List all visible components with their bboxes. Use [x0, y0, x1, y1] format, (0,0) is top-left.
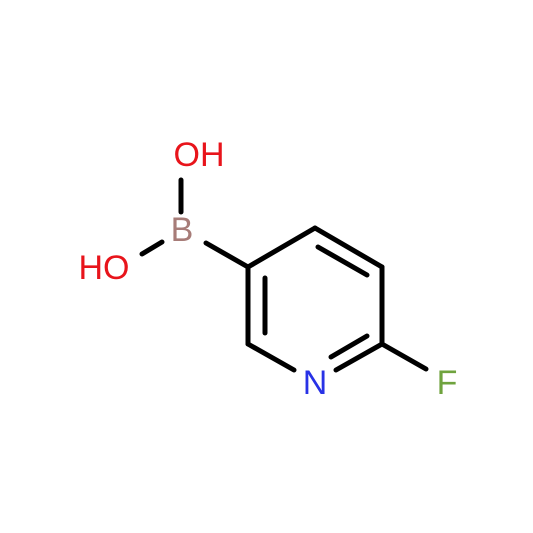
atom-label-boron: B	[171, 211, 194, 249]
atom-label-oh-top: OH	[174, 136, 225, 174]
bond-b-ho-left	[139, 239, 165, 257]
bond-c4-c5	[312, 225, 385, 270]
bond-c4-c5-inner	[315, 244, 370, 278]
bond-c3-c4	[245, 225, 318, 270]
atom-label-ho-left: HO	[79, 249, 130, 287]
bond-c3-b	[203, 240, 251, 270]
bond-c6-n	[333, 341, 385, 373]
bond-c6-n-inner	[328, 333, 370, 360]
bond-c6-f	[379, 341, 429, 372]
bond-n-c2	[245, 341, 297, 373]
atom-label-fluorine: F	[437, 364, 458, 402]
atom-label-nitrogen: N	[303, 364, 328, 402]
